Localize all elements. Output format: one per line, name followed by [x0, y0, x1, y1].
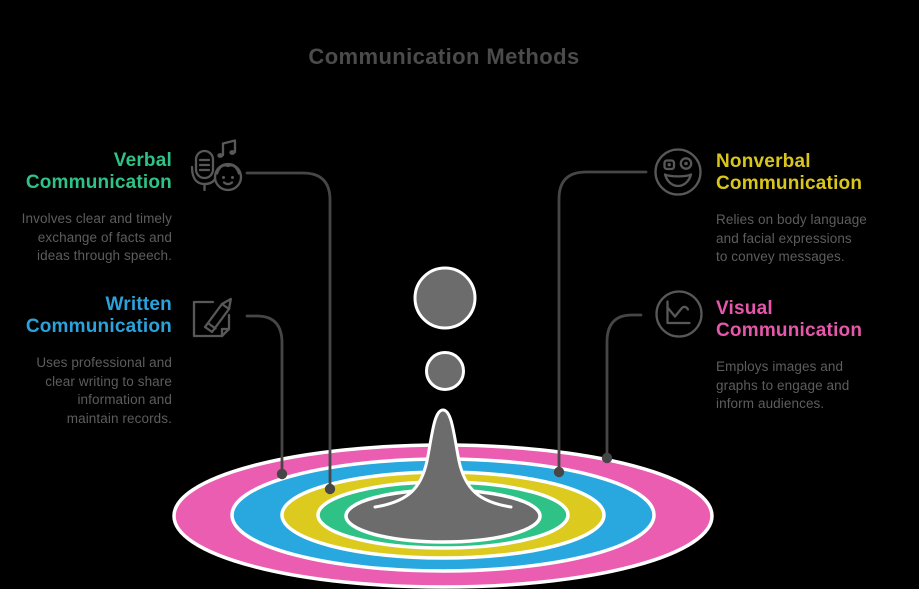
- section-verbal-communication: Verbal Communication Involves clear and …: [0, 150, 172, 266]
- nonverbal-heading: Nonverbal Communication: [716, 151, 863, 194]
- connector-dot-written: [276, 468, 288, 480]
- section-nonverbal-communication: Nonverbal Communication Relies on body l…: [716, 151, 916, 267]
- connector-verbal: [245, 171, 332, 491]
- visual-heading: Visual Communication: [716, 298, 863, 341]
- splash-column: [380, 411, 506, 515]
- section-written-communication: Written Communication Uses professional …: [0, 294, 172, 428]
- page-title: Communication Methods: [308, 44, 580, 69]
- written-heading: Written Communication: [25, 294, 172, 337]
- connector-dot-nonverbal: [553, 466, 565, 478]
- verbal-description: Involves clear and timely exchange of fa…: [21, 211, 172, 263]
- nonverbal-description: Relies on body language and facial expre…: [716, 212, 867, 264]
- verbal-heading: Verbal Communication: [25, 150, 172, 193]
- microphone-singing-face-icon: [190, 139, 243, 192]
- connector-written: [245, 314, 284, 476]
- connector-visual: [605, 313, 643, 460]
- connector-dot-verbal: [324, 483, 336, 495]
- line-chart-icon: [655, 290, 703, 338]
- paper-pencil-icon: [192, 297, 232, 338]
- connector-nonverbal: [557, 170, 648, 474]
- section-visual-communication: Visual Communication Employs images and …: [716, 298, 916, 414]
- visual-description: Employs images and graphs to engage and …: [716, 359, 850, 411]
- connector-dot-visual: [601, 452, 613, 464]
- droplet-small: [425, 351, 465, 391]
- droplet-large: [413, 266, 477, 330]
- written-description: Uses professional and clear writing to s…: [36, 355, 172, 426]
- smiley-face-icon: [654, 148, 702, 196]
- splash-column-outline: [373, 408, 513, 509]
